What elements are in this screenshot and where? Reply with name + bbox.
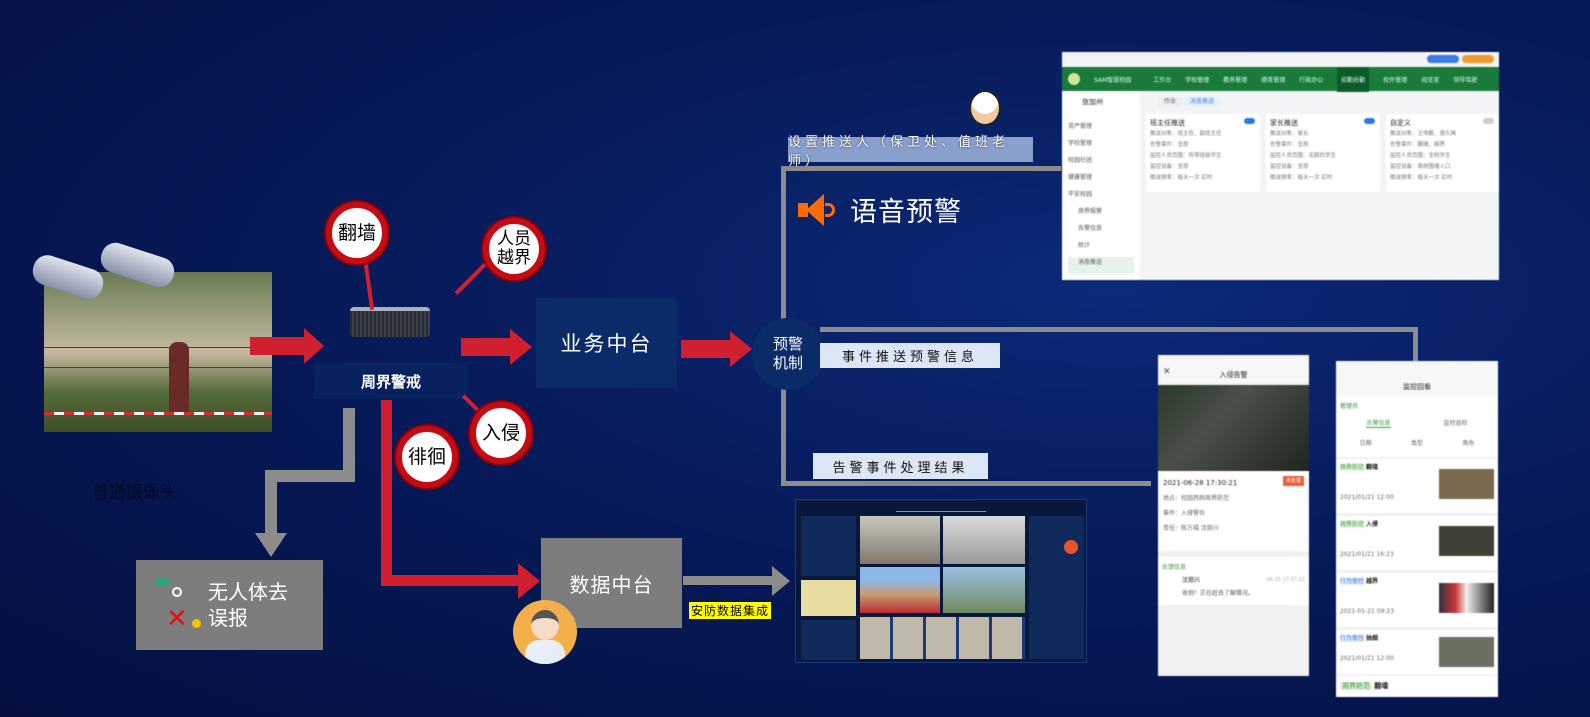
event-bubble-crossing: 人员越界 bbox=[483, 218, 545, 280]
push-card: 班主任推送 推送对象：班主任、副班主任告警事件：全部监控人员范围：所带班级学生监… bbox=[1146, 114, 1260, 192]
app-logo-icon bbox=[1068, 73, 1080, 85]
nav-item[interactable]: 领导驾驶 bbox=[1453, 76, 1478, 84]
sidebar-item[interactable]: 告警信息 bbox=[1078, 225, 1103, 232]
security-dashboard-screenshot bbox=[795, 499, 1087, 663]
camera-label: 普通摄像头 bbox=[92, 483, 177, 503]
sidebar-item[interactable]: 平安校园 bbox=[1068, 191, 1093, 198]
nav-item[interactable]: 德育管理 bbox=[1261, 76, 1286, 84]
perimeter-box: 周界警戒 bbox=[314, 363, 468, 399]
edge-server-icon bbox=[350, 307, 430, 337]
tab[interactable]: 监控巡检 bbox=[1443, 420, 1468, 427]
label-security-data: 安防数据集成 bbox=[689, 602, 772, 619]
phone-alert-screenshot: 入侵告警 ✕ 2021-06-28 17:30:21 地点：校园西侧周界防范事件… bbox=[1158, 355, 1309, 676]
event-bubble-loitering: 徘徊 bbox=[396, 426, 458, 488]
web-app-screenshot: SAM智慧校园 工作台学校管理教务管理德育管理行政办公招勤后勤校外管理阅览室领导… bbox=[1062, 52, 1499, 280]
label-result: 告警事件处理结果 bbox=[813, 453, 988, 479]
business-platform-box: 业务中台 bbox=[536, 298, 677, 388]
false-alarm-text: 无人体去误报 bbox=[208, 580, 288, 630]
arrow-camera-to-perimeter bbox=[250, 337, 305, 355]
speaker-icon bbox=[798, 194, 838, 226]
warning-mechanism-node: 预警机制 bbox=[752, 318, 824, 390]
event-bubble-climb: 翻墙 bbox=[326, 202, 388, 264]
sidebar-item[interactable]: 健康管理 bbox=[1068, 174, 1093, 181]
close-icon[interactable]: ✕ bbox=[1163, 367, 1171, 377]
person-figure bbox=[169, 342, 189, 412]
staff-avatar-icon bbox=[969, 90, 1001, 126]
false-alarm-box: ✕ 无人体去误报 bbox=[136, 560, 323, 650]
analyst-avatar-icon bbox=[513, 600, 577, 664]
tab[interactable]: 消息推送 bbox=[1183, 97, 1220, 106]
filter[interactable]: 日期 bbox=[1359, 440, 1372, 447]
nav-item[interactable]: 校外管理 bbox=[1383, 76, 1408, 84]
label-push-info: 事件推送预警信息 bbox=[820, 343, 1000, 368]
tab[interactable]: 告警信息 bbox=[1366, 420, 1391, 428]
nav-item[interactable]: 工作台 bbox=[1153, 76, 1172, 84]
sidebar-item[interactable]: 学校管理 bbox=[1068, 140, 1093, 147]
tab[interactable]: 作业 bbox=[1158, 97, 1183, 106]
event-bubble-intrusion: 入侵 bbox=[470, 402, 532, 464]
nav-item[interactable]: 学校管理 bbox=[1185, 76, 1210, 84]
sidebar-item[interactable]: 统计 bbox=[1078, 242, 1091, 249]
item-tag: 周界防范 bbox=[1340, 682, 1372, 690]
nav-item[interactable]: 行政办公 bbox=[1299, 76, 1324, 84]
toggle-switch[interactable] bbox=[1483, 118, 1494, 124]
filter[interactable]: 类型 bbox=[1410, 440, 1423, 447]
arrow-to-dashboard bbox=[772, 566, 790, 596]
nav-item[interactable]: 阅览室 bbox=[1421, 76, 1440, 84]
label-set-pusher: 设置推送人（保卫处、值班老师） bbox=[788, 135, 1033, 169]
arrow-to-false-alarm bbox=[255, 533, 287, 557]
sidebar-item[interactable]: 周界报警 bbox=[1078, 208, 1103, 215]
toggle-switch[interactable] bbox=[1244, 118, 1255, 124]
push-card: 自定义 推送对象：王伟鹏、周久梅告警事件：翻墙、越界监控人员范围：全校学生监控设… bbox=[1386, 114, 1499, 192]
toggle-switch[interactable] bbox=[1364, 118, 1375, 124]
arrow-perimeter-to-data bbox=[381, 400, 392, 586]
nav-item[interactable]: 招勤后勤 bbox=[1337, 66, 1370, 92]
sidebar-item[interactable]: 资产管理 bbox=[1068, 123, 1093, 130]
list-item[interactable]: 周界防范 翻墙 bbox=[1336, 676, 1498, 697]
sidebar-item[interactable]: 校园社团 bbox=[1068, 157, 1093, 164]
voice-warning-title: 语音预警 bbox=[850, 197, 962, 228]
running-person-icon: ✕ bbox=[148, 577, 201, 633]
push-card: 家长推送 推送对象：家长告警事件：全部监控人员范围：关联的学生监控设备：全部推送… bbox=[1266, 114, 1380, 192]
filter[interactable]: 角色 bbox=[1462, 440, 1475, 447]
camera-scene-image bbox=[44, 272, 272, 432]
sidebar-item[interactable]: 消息推送 bbox=[1068, 257, 1134, 274]
status-badge: 未处理 bbox=[1282, 476, 1304, 486]
nav-item[interactable]: 教务管理 bbox=[1223, 76, 1248, 84]
